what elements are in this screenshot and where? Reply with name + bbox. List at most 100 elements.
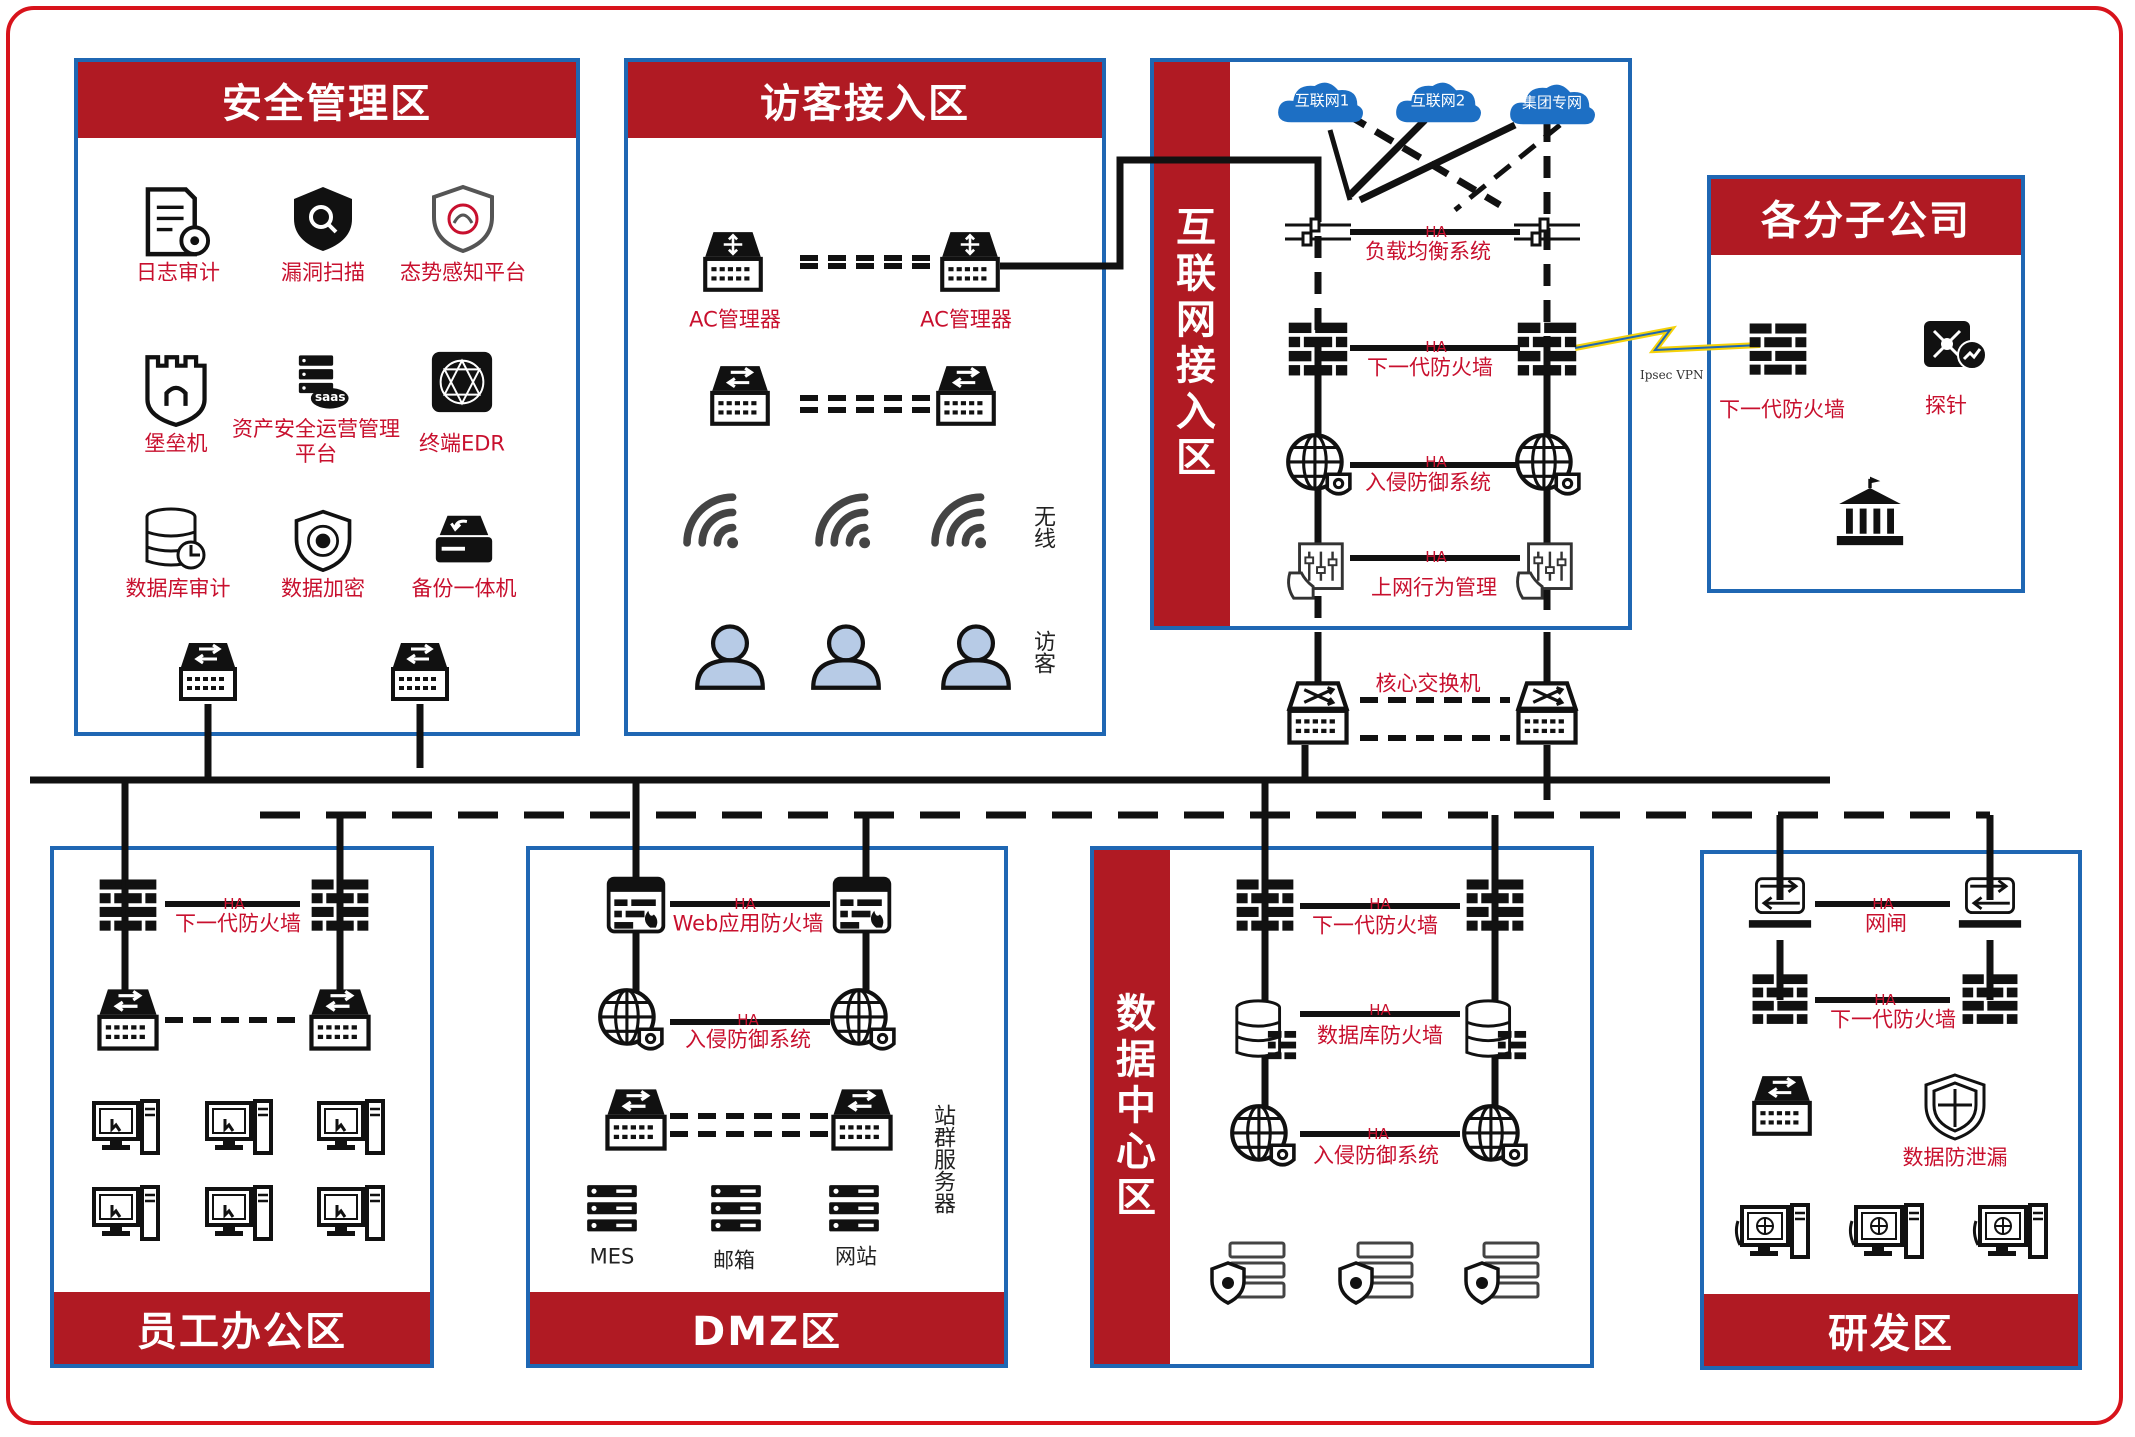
rnd-pc-icon-2 [1843,1197,1929,1267]
office-ngfw-left-icon [96,874,160,938]
inet-ngfw-right-icon [1514,317,1580,383]
zone-branch-title: 各分子公司 [1711,179,2021,255]
waf-ha-label: HA [734,895,756,913]
vuln-scan-icon [288,183,358,253]
inet-ips-left-icon [1282,429,1354,501]
gap-right-icon [1954,873,2026,939]
asset-mgmt-device: saas [287,352,357,412]
waf-label: Web应用防火墙 [672,911,824,936]
visitor-icon-3 [939,618,1013,692]
dc-ips-ha-label: HA [1367,1125,1389,1143]
backup-label: 备份一体机 [411,576,517,601]
inet-ips-label: 入侵防御系统 [1365,470,1491,495]
cloud-internet2-label: 互联网2 [1410,91,1466,110]
branch-building-icon [1830,472,1910,552]
ac-right-label: AC管理器 [920,307,1012,332]
situation-awareness-icon [428,183,498,253]
lb-label: 负载均衡系统 [1365,239,1491,264]
vpn-label: Ipsec VPN [1640,368,1704,382]
behavior-mgmt-right-icon [1513,538,1581,606]
dbfw-label: 数据库防火墙 [1317,1023,1443,1048]
wifi-icon-1 [674,482,750,558]
web-server-icon [817,1180,891,1240]
mail-server-icon [699,1180,773,1240]
dmz-ips-right-icon [826,984,898,1056]
situation-awareness-label: 态势感知平台 [400,260,526,285]
rnd-ngfw-ha-label: HA [1874,991,1896,1009]
gap-label: 网闸 [1865,911,1907,936]
dc-secure-server-icon-3 [1460,1237,1544,1307]
dlp-label: 数据防泄漏 [1902,1145,2008,1170]
saas-text: saas [315,390,346,404]
office-pc-icon-1 [85,1093,165,1163]
rnd-ngfw-label: 下一代防火墙 [1830,1007,1956,1032]
behavior-mgmt-left-icon [1284,538,1352,606]
dbfw-left-icon [1231,996,1299,1064]
zone-branch: 各分子公司 [1707,175,2025,593]
inet-ips-right-icon [1511,429,1583,501]
asset-mgmt-label: 资产安全运营管理平台 [232,416,400,466]
edr-icon [428,348,496,416]
zone-guest-title: 访客接入区 [628,62,1102,138]
data-encrypt-label: 数据加密 [281,576,365,601]
vuln-scan-label: 漏洞扫描 [281,260,365,285]
office-ngfw-right-icon [308,874,372,938]
dc-secure-server-icon-2 [1334,1237,1418,1307]
visitor-label: 访客 [1030,630,1055,674]
zone-dmz: DMZ区 [526,846,1008,1368]
dc-ngfw-left-icon [1233,874,1297,938]
dc-ngfw-label: 下一代防火墙 [1312,913,1438,938]
office-switch-right-icon [303,983,377,1057]
visitor-icon-1 [693,618,767,692]
zone-dmz-title: DMZ区 [530,1292,1004,1364]
inet-ngfw-ha-label: HA [1425,338,1447,356]
office-pc-icon-4 [85,1179,165,1249]
inet-ngfw-left-icon [1285,317,1351,383]
zone-security-title: 安全管理区 [78,62,576,138]
lb-ha-label: HA [1425,223,1447,241]
visitor-icon-2 [809,618,883,692]
db-audit-label: 数据库审计 [125,576,231,601]
dmz-ips-ha-label: HA [737,1011,759,1029]
probe-label: 探针 [1925,393,1967,418]
waf-right-icon [829,873,895,939]
core-switch-label: 核心交换机 [1375,671,1481,696]
site-servers-label: 站群服务器 [930,1104,955,1214]
behavior-label: 上网行为管理 [1371,575,1497,600]
ac-left-label: AC管理器 [689,307,781,332]
dmz-switch-right-icon [825,1083,899,1157]
branch-ngfw-icon [1746,318,1810,382]
office-pc-icon-5 [198,1179,278,1249]
office-switch-left-icon [91,983,165,1057]
data-encrypt-icon [291,508,355,572]
dmz-switch-left-icon [599,1083,673,1157]
cloud-internet1-label: 互联网1 [1294,91,1350,110]
security-switch-right-icon [385,637,455,707]
bastion-icon [139,353,213,427]
log-audit-label: 日志审计 [136,260,220,285]
cloud-group-label: 集团专网 [1521,93,1583,112]
rnd-ngfw-left-icon [1749,969,1811,1031]
waf-left-icon [603,873,669,939]
zone-internet-title: 互联网接入区 [1154,62,1230,626]
db-audit-icon [141,505,211,575]
web-label: 网站 [835,1244,877,1269]
core-switch-left-icon [1281,677,1355,751]
dbfw-ha-label: HA [1369,1001,1391,1019]
zone-datacenter-title: 数据中心区 [1094,850,1170,1364]
gap-left-icon [1744,873,1816,939]
edr-label: 终端EDR [418,431,506,456]
dc-ips-label: 入侵防御系统 [1313,1143,1439,1168]
dbfw-right-icon [1461,996,1529,1064]
load-balancer-left-icon [1283,217,1353,247]
office-ngfw-label: 下一代防火墙 [175,911,301,936]
dlp-icon [1920,1071,1990,1141]
wireless-label: 无线 [1030,505,1055,549]
guest-switch-left-icon [704,360,776,432]
office-pc-icon-3 [310,1093,390,1163]
office-ha-label: HA [223,895,245,913]
office-pc-icon-6 [310,1179,390,1249]
dmz-ips-left-icon [594,984,666,1056]
zone-rnd: 研发区 [1700,850,2082,1370]
rnd-pc-icon-3 [1967,1197,2053,1267]
